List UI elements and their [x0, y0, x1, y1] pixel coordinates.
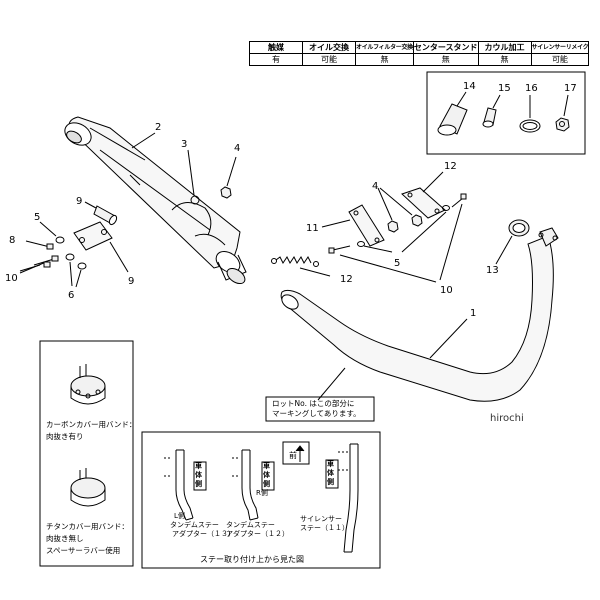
callout-8: 8 — [9, 235, 15, 246]
stay-13-left — [164, 449, 194, 521]
callout-13: 12 — [444, 161, 457, 172]
part-15-gasket — [495, 219, 530, 265]
front-label-box — [282, 441, 310, 465]
callout-3: 3 — [181, 139, 187, 150]
tandem-13-label-2: アダプター（１３） — [172, 530, 235, 538]
tandem-13-label-1: タンデムステー — [170, 521, 219, 529]
part-7-collar — [84, 201, 118, 226]
body-side-label-r: 車体側 — [263, 462, 270, 488]
carbon-band-label-2: 肉抜き有り — [46, 432, 84, 441]
callout-11: 9 — [128, 276, 134, 287]
carbon-band-label-1: カーボンカバー用バンド： — [46, 420, 137, 429]
front-label: 前 — [289, 451, 297, 460]
watermark: hirochi — [490, 413, 524, 424]
callout-15: 13 — [486, 265, 499, 276]
callout-9: 10 — [5, 273, 18, 284]
part-5-washers-right — [357, 205, 450, 253]
part-19-nut — [555, 94, 570, 132]
part-5-washer-left — [39, 221, 65, 244]
body-side-box-l — [193, 461, 207, 491]
titanium-band-label-2: 肉抜き無し — [46, 534, 84, 543]
part-14-spring — [271, 256, 331, 277]
callout-5-right: 5 — [394, 258, 400, 269]
silencer-11-label-1: サイレンサー — [300, 515, 342, 523]
callout-5-left: 5 — [34, 212, 40, 223]
callout-2: 2 — [155, 122, 161, 133]
spec-value-oil-filter: 無 — [355, 53, 414, 66]
part-3-bolt — [187, 149, 200, 205]
part-18-clamp — [519, 95, 541, 133]
lot-note-box — [265, 396, 375, 422]
spec-value-silencer-remake: 可能 — [530, 53, 590, 66]
body-side-label-l: 車体側 — [195, 462, 202, 488]
titanium-band-drawing — [70, 468, 106, 507]
callout-10: 10 — [440, 285, 453, 296]
stay-diagram-box — [141, 431, 381, 569]
stay-12-right — [232, 449, 259, 521]
callout-18: 16 — [525, 83, 538, 94]
spec-value-oil-change: 可能 — [302, 53, 356, 66]
callout-4-left: 4 — [234, 143, 240, 154]
callout-1: 1 — [470, 308, 476, 319]
callout-14: 12 — [340, 274, 353, 285]
stay-11-silencer — [338, 443, 359, 553]
spec-value-catalyst: 有 — [249, 53, 303, 66]
front-arrow-icon — [295, 445, 305, 462]
callout-7: 9 — [76, 196, 82, 207]
body-side-label-silencer: 車体側 — [327, 460, 334, 486]
carbon-band-drawing — [70, 364, 106, 405]
callout-4-right: 4 — [372, 181, 378, 192]
right-side-label: R側 — [256, 489, 268, 497]
lot-note-line-1: ロットNo. はこの部分に — [272, 399, 355, 408]
callout-16: 14 — [463, 81, 476, 92]
accessory-parts-box — [426, 71, 586, 155]
callout-19: 17 — [564, 83, 577, 94]
part-11-stay — [73, 221, 129, 273]
callout-17: 15 — [498, 83, 511, 94]
left-side-label: L側 — [174, 512, 185, 520]
part-4-nut-left — [220, 156, 237, 199]
lot-note-line-2: マーキングしてあります。 — [272, 409, 361, 418]
spec-table: 触媒 オイル交換 オイルフィルター交換 センタースタンド カウル加工 サイレンサ… — [249, 41, 590, 66]
body-side-box-silencer — [325, 459, 339, 489]
spec-value-cowl: 無 — [477, 53, 532, 66]
part-13-stay — [401, 171, 446, 219]
part-10-bolts — [328, 193, 467, 283]
part-1-exhaust-pipe — [280, 227, 559, 402]
tandem-12-label-1: タンデムステー — [226, 521, 275, 529]
titanium-band-label-3: スペーサーラバー使用 — [46, 546, 121, 555]
part-6-washers — [65, 253, 87, 288]
titanium-band-label-1: チタンカバー用バンド： — [46, 522, 129, 531]
part-9-bolts — [19, 255, 59, 274]
part-8-bolt — [25, 240, 54, 250]
body-side-box-r — [261, 461, 275, 491]
callout-6: 6 — [68, 290, 74, 301]
band-box — [39, 340, 134, 567]
stay-diagram-caption: ステー取り付け上から見た図 — [200, 555, 304, 564]
callout-12: 11 — [306, 223, 319, 234]
tandem-12-label-2: アダプター（１２） — [226, 530, 289, 538]
part-12-stay — [321, 204, 385, 247]
part-17-rubber — [482, 94, 501, 128]
part-16-sleeve — [437, 91, 468, 136]
part-4-nut-right — [377, 187, 423, 233]
part-2-silencer — [64, 116, 247, 285]
silencer-11-label-2: ステー（１１） — [300, 524, 349, 532]
